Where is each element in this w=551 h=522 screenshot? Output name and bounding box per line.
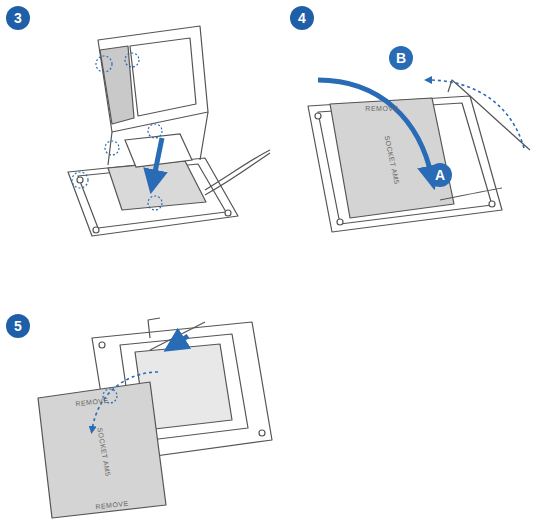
step3-cpu [72,53,192,210]
callout-text: 3 [14,11,22,25]
step-marker: A [428,163,452,187]
callout-text: B [396,51,406,65]
callout-number: 5 [6,314,30,338]
callout-text: A [435,168,445,182]
callout-number: 4 [290,6,314,30]
step5-cover [38,336,188,518]
step-marker: B [389,46,413,70]
cover-marking: REMOVE [365,105,398,112]
callout-text: 5 [14,319,22,333]
callout-number: 3 [6,6,30,30]
callout-text: 4 [298,11,306,25]
step4-socket [308,80,530,232]
step4-arrows [318,80,524,178]
